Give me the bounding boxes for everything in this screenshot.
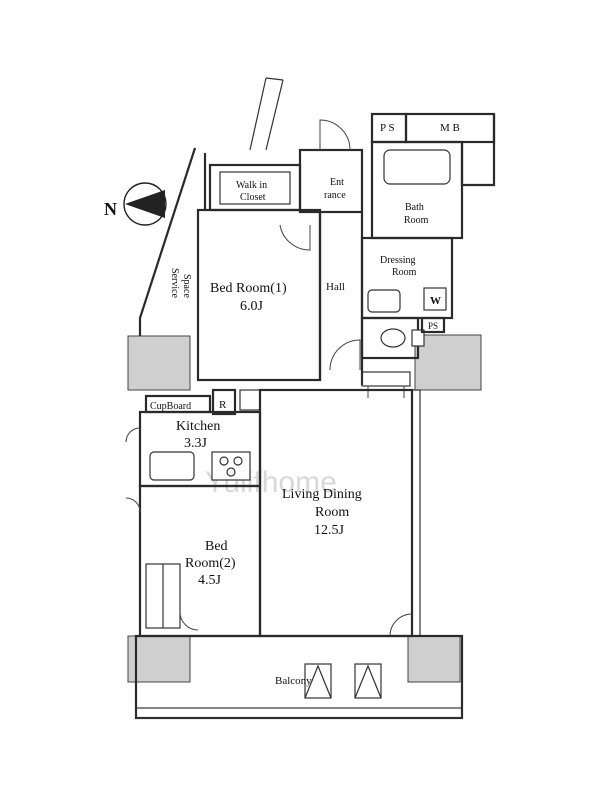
washer-box: [423, 287, 447, 311]
cupboard-label: CupBoard: [150, 401, 191, 412]
balcony-vent-1: [304, 663, 332, 699]
fridge-label: R: [219, 399, 227, 411]
hall-storage: [361, 371, 411, 387]
closet-shelf: [219, 171, 291, 205]
bed1-door-swing: [279, 224, 311, 251]
mb-enclosure: [460, 114, 496, 187]
vent-1-mark: [304, 664, 332, 699]
toilet-bowl: [380, 328, 406, 348]
bed2-label-1: Bed: [205, 539, 228, 554]
dressing-label-1: Dressing: [380, 255, 416, 266]
compass-arrow-icon: [125, 190, 165, 218]
vent-2-mark: [354, 664, 382, 699]
bath-label-2: Room: [404, 215, 429, 226]
hall-label: Hall: [326, 281, 345, 293]
kitchen-window-swing: [125, 427, 141, 443]
column-right-lower: [407, 635, 461, 683]
entrance-area: [298, 148, 364, 214]
column-right-upper: [414, 334, 482, 391]
balcony-vent-2: [354, 663, 382, 699]
burner-3: [226, 467, 236, 477]
bed2-window-swing: [125, 497, 141, 513]
balcony-label: Balcony: [275, 675, 312, 687]
burner-2: [233, 456, 243, 466]
bed2-label-2: Room(2): [185, 556, 236, 571]
ldr-label-1: Living Dining: [282, 487, 362, 502]
ps-top-label: P S: [380, 122, 395, 134]
kitchen-size: 3.3J: [184, 436, 208, 451]
entrance-label-2: rance: [324, 190, 346, 201]
kitchen-sink: [149, 451, 195, 481]
compass-label: N: [104, 199, 117, 219]
dressing-label-2: Room: [392, 267, 417, 278]
ps-box-small: [420, 316, 446, 334]
walk-in-label-2: Closet: [240, 192, 266, 203]
kitchen-name: Kitchen: [176, 419, 220, 434]
ldr-door-swing: [389, 613, 413, 637]
balcony-rail: [135, 707, 463, 719]
parapet-line-b: [265, 79, 284, 151]
service-space-wall: [138, 147, 197, 336]
wash-basin: [367, 289, 401, 313]
entrance-door-swing: [319, 119, 351, 151]
toilet-tank: [411, 329, 425, 347]
service-label-2: Space: [181, 274, 192, 298]
washer-label: W: [430, 295, 441, 307]
walk-in-label-1: Walk in: [236, 180, 267, 191]
parapet-line-a: [249, 77, 267, 151]
pillar-box: [239, 389, 261, 411]
parapet-cap: [265, 77, 284, 81]
ldr-exterior-wall: [412, 389, 421, 636]
ldr-size: 12.5J: [314, 523, 345, 538]
column-left-upper: [127, 335, 191, 391]
entrance-label-1: Ent: [330, 177, 344, 188]
bath-label-1: Bath: [405, 202, 424, 213]
burner-1: [219, 456, 229, 466]
service-label-1: Service: [169, 268, 180, 299]
ldr-label-2: Room: [315, 505, 349, 520]
hall-door-swing: [329, 339, 361, 371]
cooktop: [211, 451, 251, 481]
fridge-space: [211, 388, 237, 416]
bed1-name: Bed Room(1): [210, 281, 287, 296]
bed2-door-swing: [179, 611, 199, 631]
bed-room-1: [196, 208, 322, 382]
bathtub: [383, 149, 451, 185]
service-space-label: Service Space: [169, 268, 192, 299]
column-left-lower: [127, 635, 191, 683]
mb-label: M B: [440, 122, 460, 134]
bed1-size: 6.0J: [240, 299, 264, 314]
ps-small-label: PS: [428, 321, 438, 331]
compass: N: [104, 182, 167, 226]
bed2-size: 4.5J: [198, 573, 222, 588]
